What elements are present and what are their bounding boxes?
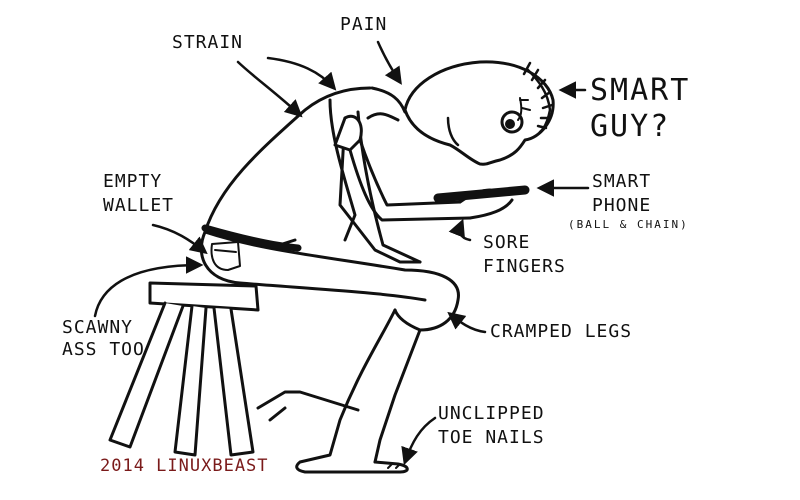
label-toe-nails-line1: UNCLIPPED — [438, 403, 545, 424]
back-leg — [256, 390, 360, 422]
stool — [108, 281, 260, 457]
label-empty-wallet-line2: WALLET — [103, 195, 175, 216]
smart-phone — [433, 185, 530, 203]
label-sore-fingers-line1: SORE — [483, 232, 531, 253]
label-sore-fingers-line2: FINGERS — [483, 256, 566, 277]
credit-text: 2014 LINUXBEAST — [100, 456, 269, 476]
label-cramped-legs: CRAMPED LEGS — [490, 321, 633, 342]
torso — [203, 86, 372, 250]
thigh — [199, 230, 460, 332]
label-scawny-line1: SCAWNY — [62, 317, 134, 338]
label-smart-phone-line1: SMART — [592, 171, 652, 192]
neck — [366, 86, 407, 122]
stitch-marks — [522, 61, 554, 134]
label-ball-and-chain: (BALL & CHAIN) — [568, 218, 689, 231]
belt — [201, 224, 302, 252]
label-empty-wallet-line1: EMPTY — [103, 171, 163, 192]
front-leg — [295, 308, 422, 474]
label-smart-guy-line2: GUY? — [590, 109, 671, 144]
label-smart-phone-line2: PHONE — [592, 195, 652, 216]
label-pain: PAIN — [340, 14, 388, 35]
label-scawny-line2: ASS TOO — [62, 339, 145, 360]
label-strain: STRAIN — [172, 32, 244, 53]
head — [403, 60, 555, 166]
wallet-pocket — [210, 241, 241, 271]
label-smart-guy-line1: SMART — [590, 73, 691, 108]
label-toe-nails-line2: TOE NAILS — [438, 427, 545, 448]
callout-arrows — [93, 40, 590, 466]
